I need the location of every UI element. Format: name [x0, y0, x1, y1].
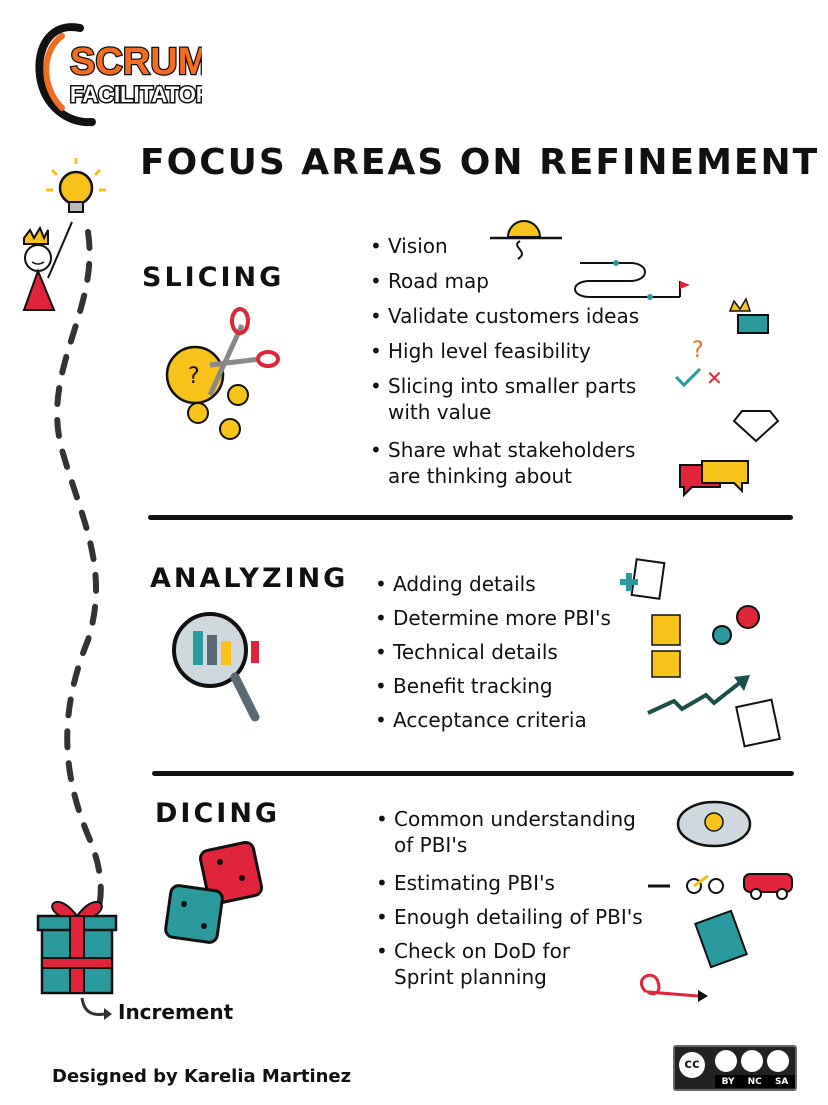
license-sa: SA	[774, 1076, 789, 1087]
list-item-continuation: Sprint planning	[394, 965, 547, 989]
section-title-analyzing: ANALYZING	[150, 563, 349, 594]
list-item: Check on DoD for	[376, 938, 643, 964]
list-item: Road map	[370, 268, 639, 294]
sticky-notes-icon	[651, 614, 681, 678]
document-plus-icon	[620, 558, 666, 600]
svg-text:?: ?	[692, 338, 704, 363]
sunrise-icon	[490, 220, 562, 260]
designer-credit: Designed by Karelia Martinez	[52, 1066, 352, 1087]
idea-speech-bubble-icon	[676, 800, 752, 848]
queen-figure-icon	[22, 221, 73, 311]
page-title: FOCUS AREAS ON REFINEMENT	[140, 142, 820, 183]
list-item: Vision	[370, 233, 639, 259]
slicing-list: Vision Road map Validate customers ideas…	[370, 233, 639, 489]
journey-path-illustration	[22, 158, 118, 1020]
check-question-cross-icon: ? ✕	[674, 338, 723, 390]
analyzing-side-icons	[620, 558, 781, 748]
section-divider	[148, 515, 793, 520]
checklist-card-icon	[693, 909, 749, 969]
list-item: Enough detailing of PBI's	[376, 904, 643, 930]
scrum-facilitators-logo: SCRUM FACILITATORS	[22, 16, 228, 128]
list-item: Benefit tracking	[375, 673, 611, 699]
svg-text:✕: ✕	[706, 366, 723, 390]
dicing-list: Common understanding of PBI's Estimating…	[376, 806, 643, 990]
loop-arrow-icon	[639, 973, 708, 1002]
section-title-dicing: DICING	[155, 798, 281, 829]
trend-arrow-icon	[647, 675, 750, 715]
slicing-side-icons: ? ✕	[490, 220, 780, 498]
list-item: Validate customers ideas	[370, 303, 639, 329]
list-item: Adding details	[375, 571, 611, 597]
dice-icon	[164, 840, 264, 944]
list-item: Technical details	[375, 639, 611, 665]
list-item: Estimating PBI's	[376, 870, 643, 896]
by-icon	[715, 1050, 737, 1072]
list-item: Common understanding	[376, 806, 643, 832]
list-item-continuation: with value	[388, 400, 492, 424]
license-terms: BY NC SA	[715, 1075, 795, 1088]
gears-icon	[712, 605, 760, 645]
increment-label: Increment	[118, 1000, 234, 1024]
crown-screen-icon	[728, 297, 769, 334]
roadmap-icon	[574, 260, 690, 300]
gift-icon	[36, 901, 118, 995]
speech-bubbles-icon	[679, 460, 749, 498]
scissors-lightbulbs-icon: ?	[165, 307, 280, 440]
sa-icon	[767, 1050, 789, 1072]
analyzing-list: Adding details Determine more PBI's Tech…	[375, 571, 611, 733]
skateboard-bike-car-icon	[648, 873, 793, 900]
svg-text:SCRUM: SCRUM	[70, 41, 202, 83]
svg-text:FACILITATORS: FACILITATORS	[70, 82, 202, 107]
lightbulb-icon	[46, 158, 106, 213]
magnifying-glass-chart-icon	[172, 612, 260, 722]
list-item-continuation: are thinking about	[388, 464, 573, 488]
license-by: BY	[721, 1076, 735, 1087]
svg-text:?: ?	[188, 364, 200, 389]
list-item: Determine more PBI's	[375, 605, 611, 631]
nc-icon	[741, 1050, 763, 1072]
cc-icon: cc	[679, 1052, 705, 1078]
section-title-slicing: SLICING	[142, 262, 285, 293]
dicing-side-icons	[639, 800, 793, 1002]
license-nc: NC	[747, 1076, 762, 1087]
list-item: Slicing into smaller parts	[370, 373, 639, 399]
creative-commons-license-badge: cc BY NC SA	[673, 1045, 797, 1091]
list-item-continuation: of PBI's	[394, 833, 468, 857]
list-item: High level feasibility	[370, 338, 639, 364]
list-item: Share what stakeholders	[370, 437, 639, 463]
list-item: Acceptance criteria	[375, 707, 611, 733]
checklist-icon	[735, 698, 781, 748]
section-divider	[152, 771, 794, 776]
diamond-icon	[732, 410, 780, 443]
